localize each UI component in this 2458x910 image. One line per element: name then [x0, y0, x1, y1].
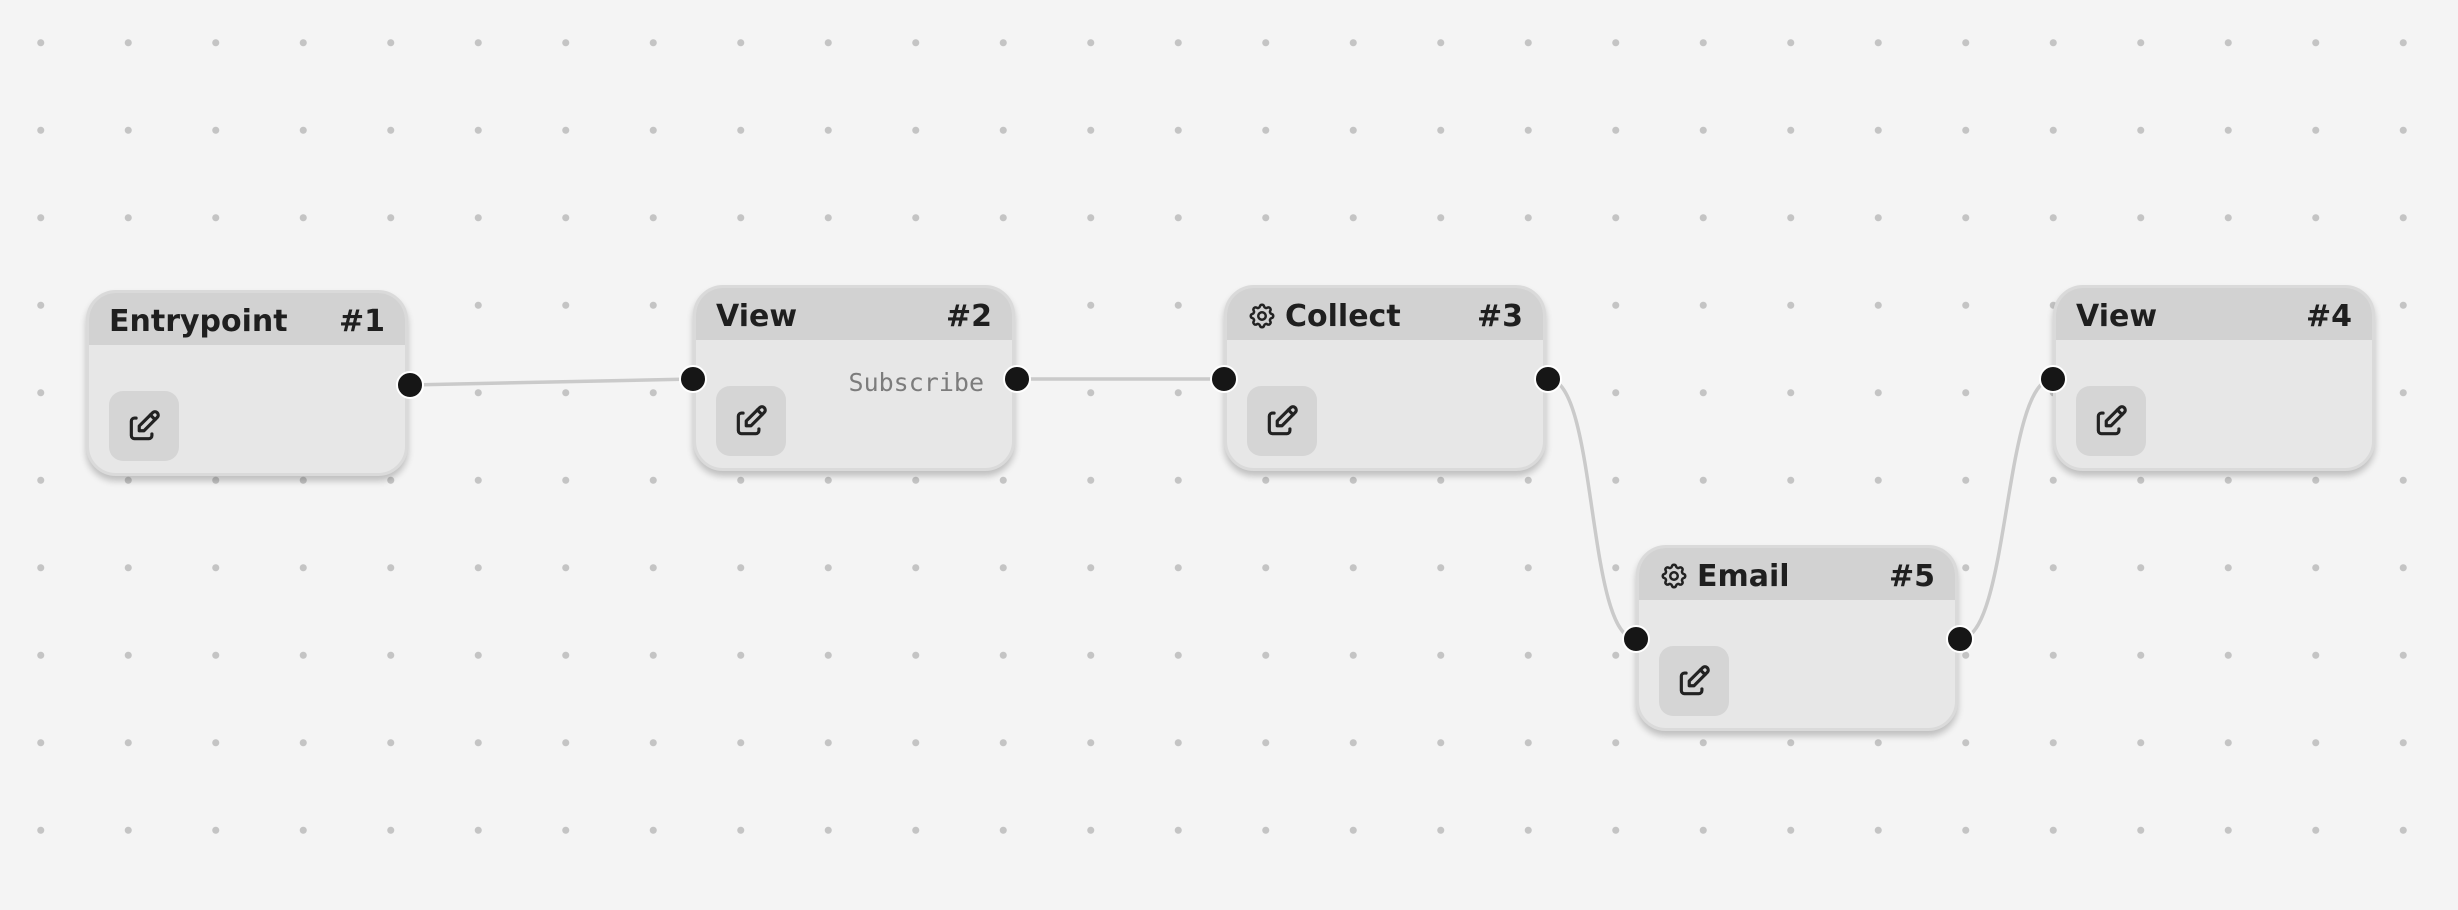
node-number: #3 — [1476, 298, 1523, 334]
edge-n5-n4[interactable] — [1959, 377, 2054, 641]
node-view-2[interactable]: View #2 Subscribe — [693, 285, 1015, 471]
edit-button[interactable] — [716, 386, 786, 456]
port-n1-output[interactable] — [396, 371, 424, 399]
node-email[interactable]: Email #5 — [1636, 545, 1958, 731]
node-view-4[interactable]: View #4 — [2053, 285, 2375, 471]
port-n4-input[interactable] — [2039, 365, 2067, 393]
port-n5-output[interactable] — [1946, 625, 1974, 653]
edge-n1-n2[interactable] — [409, 377, 694, 387]
node-header[interactable]: Email #5 — [1639, 548, 1955, 600]
gear-icon — [1249, 303, 1275, 329]
node-number: #1 — [338, 303, 385, 339]
node-title: Collect — [1285, 298, 1401, 334]
node-header[interactable]: View #2 — [696, 288, 1012, 340]
output-label: Subscribe — [848, 368, 984, 397]
node-collect[interactable]: Collect #3 — [1224, 285, 1546, 471]
gear-icon — [1661, 563, 1687, 589]
node-title: Entrypoint — [109, 303, 288, 339]
edit-icon — [129, 410, 160, 441]
edit-icon — [736, 405, 767, 436]
node-header[interactable]: Collect #3 — [1227, 288, 1543, 340]
node-title: View — [2076, 298, 2158, 334]
edit-icon — [2096, 405, 2127, 436]
port-n2-output-subscribe[interactable] — [1003, 365, 1031, 393]
port-n2-input[interactable] — [679, 365, 707, 393]
port-n3-output[interactable] — [1534, 365, 1562, 393]
node-entrypoint[interactable]: Entrypoint #1 — [86, 290, 408, 476]
node-header[interactable]: Entrypoint #1 — [89, 293, 405, 345]
edit-icon — [1267, 405, 1298, 436]
node-number: #4 — [2305, 298, 2352, 334]
edge-n3-n5[interactable] — [1547, 377, 1637, 641]
edit-icon — [1679, 665, 1710, 696]
port-n5-input[interactable] — [1622, 625, 1650, 653]
node-number: #5 — [1888, 558, 1935, 594]
port-n3-input[interactable] — [1210, 365, 1238, 393]
node-number: #2 — [945, 298, 992, 334]
edit-button[interactable] — [2076, 386, 2146, 456]
node-header[interactable]: View #4 — [2056, 288, 2372, 340]
node-title: View — [716, 298, 798, 334]
edit-button[interactable] — [1659, 646, 1729, 716]
node-title: Email — [1697, 558, 1790, 594]
edit-button[interactable] — [1247, 386, 1317, 456]
edit-button[interactable] — [109, 391, 179, 461]
